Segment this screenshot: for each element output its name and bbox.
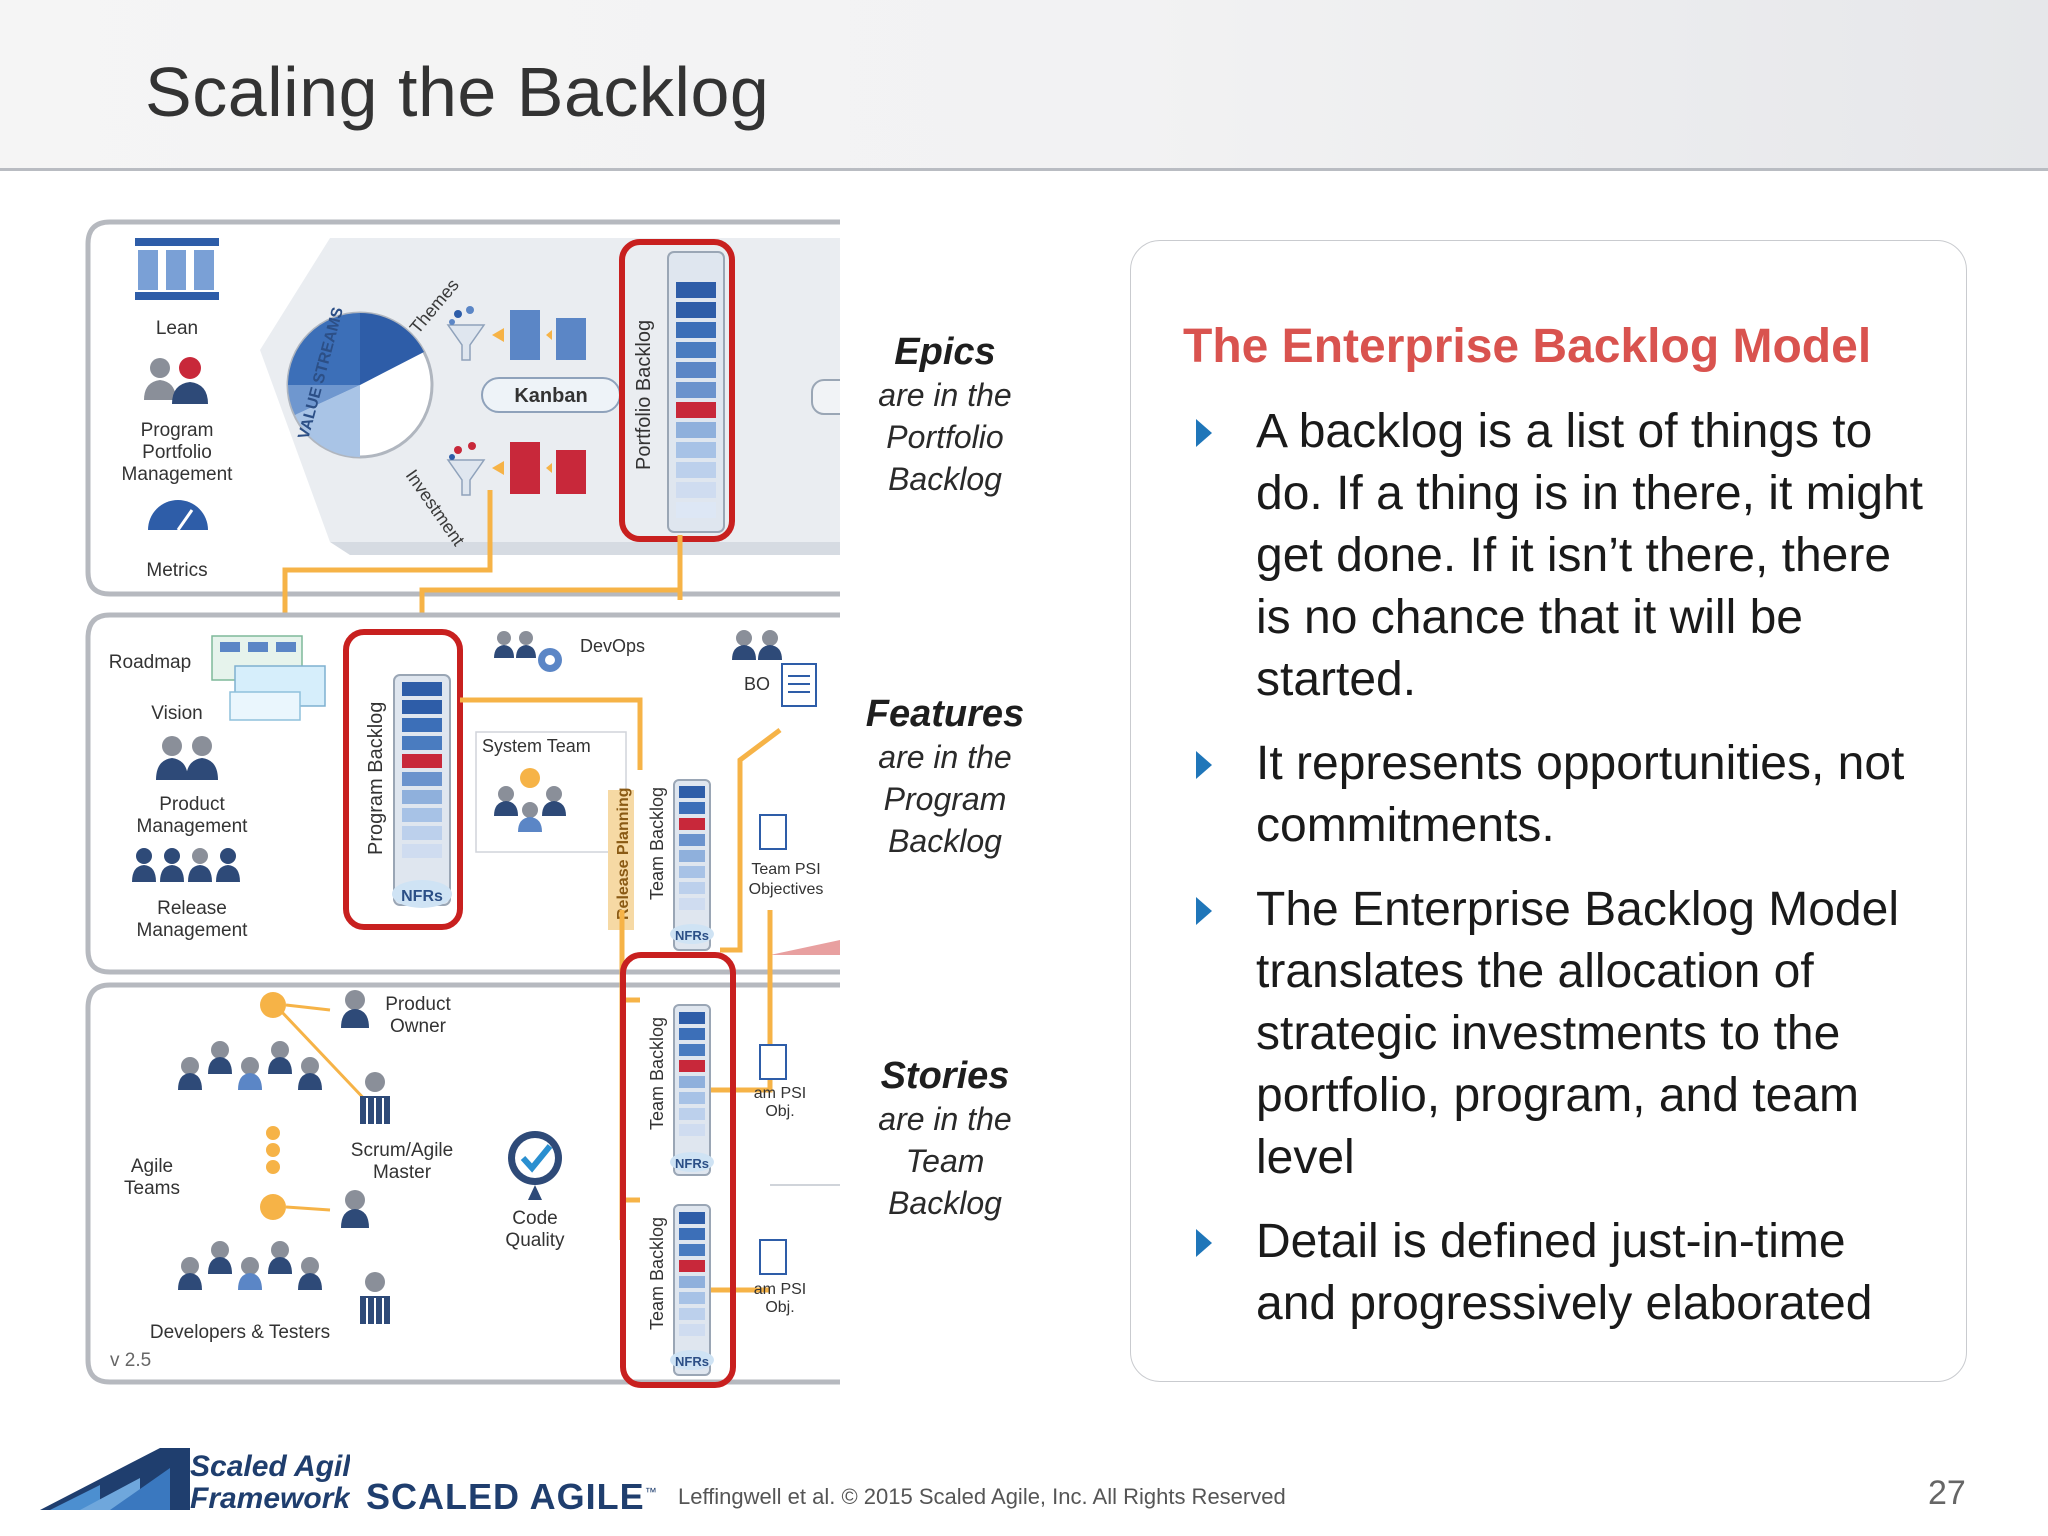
safe-big-picture-diagram: VALUE STREAMS Themes Investment Kanban — [80, 210, 840, 1400]
nfrs-label: NFRs — [675, 1156, 709, 1171]
psi-obj-line2: Obj. — [765, 1299, 794, 1316]
team-section: Product Owner Scrum/Agile Master Agile T… — [88, 910, 840, 1385]
bullet-item: The Enterprise Backlog Model translates … — [1131, 879, 1966, 1189]
program-backlog-label: Program Backlog — [365, 702, 387, 855]
callout-line: Program — [845, 778, 1045, 820]
stories-callout: Stories are in the Team Backlog — [845, 1054, 1045, 1224]
agile-teams-line1: Agile — [131, 1156, 173, 1177]
psi-obj-line1: am PSI — [754, 1085, 806, 1102]
callout-heading: Features — [845, 692, 1045, 736]
ppm-line3: Management — [122, 464, 234, 485]
callout-line: are in the — [845, 1098, 1045, 1140]
document-icon — [760, 815, 786, 849]
bullet-text: It represents opportunities, not commitm… — [1256, 737, 1904, 852]
lean-label: Lean — [156, 318, 198, 339]
page-number: 27 — [1928, 1474, 1966, 1513]
enterprise-backlog-card: The Enterprise Backlog Model A backlog i… — [1130, 240, 1967, 1382]
framework-logo-line2: Framework — [190, 1482, 350, 1515]
callout-line: Backlog — [845, 820, 1045, 862]
portfolio-section: VALUE STREAMS Themes Investment Kanban — [88, 222, 840, 594]
ppm-line2: Portfolio — [142, 442, 212, 463]
bullet-arrow-icon — [1196, 897, 1212, 925]
psi-obj-line1: am PSI — [754, 1281, 806, 1298]
callout-line: Portfolio — [845, 416, 1045, 458]
bullet-item: Detail is defined just-in-time and progr… — [1131, 1211, 1966, 1335]
code-quality-line2: Quality — [505, 1230, 565, 1251]
system-team-label: System Team — [482, 736, 591, 756]
epic-mini-backlog — [510, 442, 540, 494]
bullet-arrow-icon — [1196, 751, 1212, 779]
rm-line2: Management — [137, 920, 249, 941]
agile-teams-line2: Teams — [124, 1178, 180, 1199]
epic-mini-backlog — [556, 450, 586, 494]
bullet-list: A backlog is a list of things to do. If … — [1131, 401, 1966, 1357]
features-callout: Features are in the Program Backlog — [845, 692, 1045, 862]
po-line2: Owner — [390, 1016, 447, 1037]
trademark-mark: ™ — [645, 1485, 658, 1499]
team-backlog-label: Team Backlog — [647, 1217, 667, 1330]
psi-line2: Objectives — [749, 881, 824, 898]
vision-label: Vision — [151, 703, 202, 724]
portfolio-backlog-label: Portfolio Backlog — [633, 320, 655, 470]
version-label: v 2.5 — [110, 1350, 151, 1371]
nfrs-label: NFRs — [675, 928, 709, 943]
nfrs-label: NFRs — [401, 888, 443, 905]
bullet-text: Detail is defined just-in-time and progr… — [1256, 1215, 1872, 1330]
callout-line: Backlog — [845, 458, 1045, 500]
callout-line: are in the — [845, 736, 1045, 778]
epic-mini-backlog — [556, 318, 586, 360]
program-section: Roadmap Vision Product Management Releas… — [88, 615, 840, 972]
developers-testers-label: Developers & Testers — [150, 1322, 330, 1343]
po-line1: Product — [385, 994, 451, 1015]
framework-logo-line1: Scaled Agile — [190, 1450, 350, 1483]
scaled-agile-logo: SCALED AGILE™ — [366, 1476, 658, 1518]
team-backlog-label: Team Backlog — [647, 1017, 667, 1130]
sm-line1: Scrum/Agile — [351, 1140, 453, 1161]
bullet-item: A backlog is a list of things to do. If … — [1131, 401, 1966, 711]
document-icon — [760, 1045, 786, 1079]
slide-title: Scaling the Backlog — [145, 52, 769, 132]
team-backlog-label: Team Backlog — [647, 787, 667, 900]
callout-line: Backlog — [845, 1182, 1045, 1224]
pm-line1: Product — [159, 794, 225, 815]
callout-line: are in the — [845, 374, 1045, 416]
kanban-label: Kanban — [514, 385, 587, 407]
bo-label: BO — [744, 674, 770, 694]
psi-obj-line2: Obj. — [765, 1103, 794, 1120]
metrics-label: Metrics — [146, 560, 207, 581]
release-planning-label: Release Planning — [615, 788, 632, 921]
callout-heading: Epics — [845, 330, 1045, 374]
callout-heading: Stories — [845, 1054, 1045, 1098]
card-title: The Enterprise Backlog Model — [1183, 319, 1871, 374]
code-quality-line1: Code — [512, 1208, 557, 1229]
epics-callout: Epics are in the Portfolio Backlog — [845, 330, 1045, 500]
callout-line: Team — [845, 1140, 1045, 1182]
ppm-line1: Program — [141, 420, 214, 441]
psi-line1: Team PSI — [751, 861, 820, 878]
pm-line2: Management — [137, 816, 249, 837]
bullet-item: It represents opportunities, not commitm… — [1131, 733, 1966, 857]
rm-line1: Release — [157, 898, 227, 919]
bullet-arrow-icon — [1196, 1229, 1212, 1257]
bullet-text: The Enterprise Backlog Model translates … — [1256, 883, 1899, 1184]
devops-label: DevOps — [580, 636, 645, 656]
epic-mini-backlog — [510, 310, 540, 360]
bullet-arrow-icon — [1196, 419, 1212, 447]
roadmap-label: Roadmap — [109, 652, 191, 673]
bullet-text: A backlog is a list of things to do. If … — [1256, 405, 1923, 706]
scaled-agile-framework-logo: Scaled Agile Framework — [40, 1440, 350, 1520]
copyright-text: Leffingwell et al. © 2015 Scaled Agile, … — [678, 1484, 1286, 1510]
scaled-agile-wordmark: SCALED AGILE — [366, 1476, 645, 1517]
document-icon — [760, 1240, 786, 1274]
nfrs-label: NFRs — [675, 1354, 709, 1369]
sm-line2: Master — [373, 1162, 432, 1183]
